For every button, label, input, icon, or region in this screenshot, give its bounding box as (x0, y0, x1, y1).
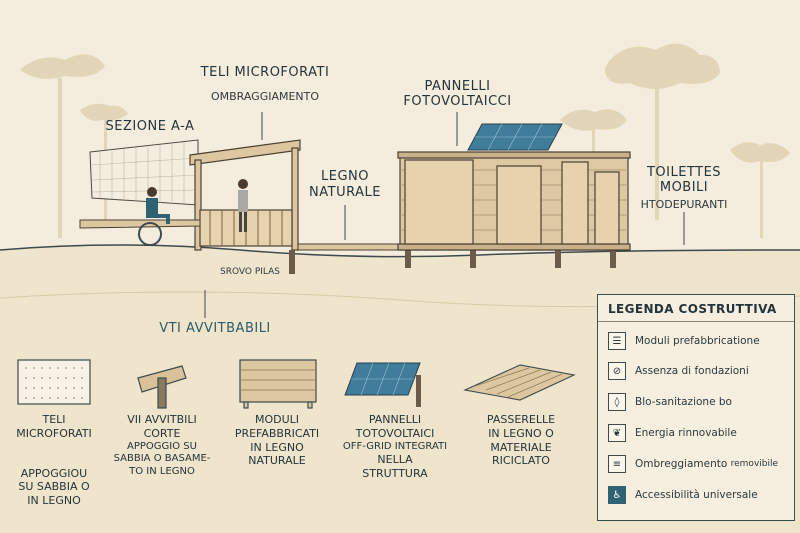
item-sub: OFF-GRID INTEGRATI (342, 440, 448, 452)
label-pannelli-2: FOTOVOLTAICCI (403, 94, 512, 109)
item-desc: TO IN LEGNO (129, 465, 195, 477)
walkway (297, 243, 409, 251)
legend-label: Moduli prefabbricatione (635, 335, 760, 347)
item-title: VII AVVITBILI (127, 413, 197, 426)
legend-label: Accessibilità universale (635, 489, 758, 501)
item-desc: MATERIALE (490, 440, 552, 454)
label-ombreggiamento: OMBRAGGIAMENTO (210, 90, 320, 103)
item-title: TOTOVOLTAICI (355, 426, 435, 440)
legend-label: Ombreggiamento (635, 458, 728, 470)
item-passerelle: PASSERELLE IN LEGNO O MATERIALE RICICLAT… (462, 413, 580, 468)
legend-row: ❦ Energia rinnovabile (608, 423, 737, 443)
pergola (189, 139, 301, 251)
item-title: CORTE (143, 426, 181, 440)
legend-row: ≡ Ombreggiamento removibile (608, 454, 778, 474)
prefab-module (397, 151, 631, 251)
no-foundation-icon: ⊘ (608, 362, 626, 380)
label-sezione: SEZIONE A-A (105, 119, 195, 134)
legend-row: ☰ Moduli prefabbricatione (608, 331, 760, 351)
item-desc: NELLA (377, 453, 413, 466)
icon-screw-pile (137, 365, 187, 409)
legend-label-small: removibile (730, 459, 779, 469)
item-moduli: MODULI PREFABBRICATI IN LEGNO NATURALE (222, 413, 332, 468)
item-title: MODULI (254, 413, 300, 426)
leader-lines (204, 112, 685, 318)
legend-box: LEGENDA COSTRUTTIVA ☰ Moduli prefabbrica… (597, 294, 795, 521)
leaf-icon: ❦ (608, 424, 626, 442)
legend-row: ⊘ Assenza di fondazioni (608, 361, 749, 381)
item-desc: STRUTTURA (362, 466, 428, 480)
item-pannelli: PANNELLI TOTOVOLTAICI OFF-GRID INTEGRATI… (336, 413, 454, 481)
legend-row: ♿ Accessibilità universale (608, 485, 758, 505)
label-pannelli-1: PANNELLI (424, 79, 491, 94)
ramp (79, 219, 201, 229)
label-legno-1: LEGNO (321, 169, 369, 184)
shade-sail (89, 139, 199, 206)
item-title: IN LEGNO O (488, 426, 554, 440)
item-title: PASSERELLE (486, 413, 556, 426)
bio-drop-icon: ◊ (608, 393, 626, 411)
label-vti-avvitbabili: VTI AVVITBABILI (159, 321, 271, 336)
label-teli-microforati: TELI MICROFORATI (200, 65, 330, 80)
icon-prefab-module (239, 359, 317, 409)
label-toilettes-1: TOILETTES (646, 165, 722, 180)
legend-label: Blo-sanitazione bo (635, 396, 732, 408)
item-desc: IN LEGNO (27, 494, 81, 507)
item-title: TELI (42, 413, 66, 426)
item-title: MICROFORATI (16, 426, 92, 440)
modules-icon: ☰ (608, 332, 626, 350)
item-desc: SU SABBIA O (18, 480, 90, 494)
icon-solar-panel (344, 362, 421, 407)
icon-boardwalk (463, 364, 576, 401)
legend-title: LEGENDA COSTRUTTIVA (598, 295, 794, 322)
label-toilettes-2: MOBILI (659, 180, 709, 195)
roof-solar-panel (467, 123, 563, 151)
legend-row: ◊ Blo-sanitazione bo (608, 392, 732, 412)
item-desc: RICICLATO (492, 454, 550, 468)
item-desc: NATURALE (248, 454, 306, 468)
item-desc: SABBIA O BASAME- (113, 453, 211, 464)
icon-microperforated-sheet (17, 359, 91, 405)
item-vii-avvitbili: VII AVVITBILI CORTE APPOGGIO SU SABBIA O… (112, 413, 212, 478)
label-legno-2: NATURALE (309, 185, 381, 200)
shade-icon: ≡ (608, 455, 626, 473)
legend-label: Assenza di fondazioni (635, 365, 749, 377)
label-htodepuranti: HTODEPURANTI (640, 198, 728, 211)
screw-piles (289, 250, 616, 274)
item-sub: APPOGGIO SU (127, 440, 197, 452)
wheelchair-user (138, 187, 170, 246)
item-title: PREFABBRICATI (234, 426, 320, 440)
item-desc: APPOGGIOU (20, 466, 88, 480)
accessibility-icon: ♿ (608, 486, 626, 504)
item-title: PANNELLI (368, 413, 422, 426)
item-desc: IN LEGNO (250, 440, 304, 454)
item-teli: TELI MICROFORATI APPOGGIOU SU SABBIA O I… (8, 413, 100, 508)
legend-label: Energia rinnovabile (635, 427, 737, 439)
standing-person (238, 179, 248, 232)
label-srovo-pilas: SROVO PILAS (219, 267, 280, 277)
